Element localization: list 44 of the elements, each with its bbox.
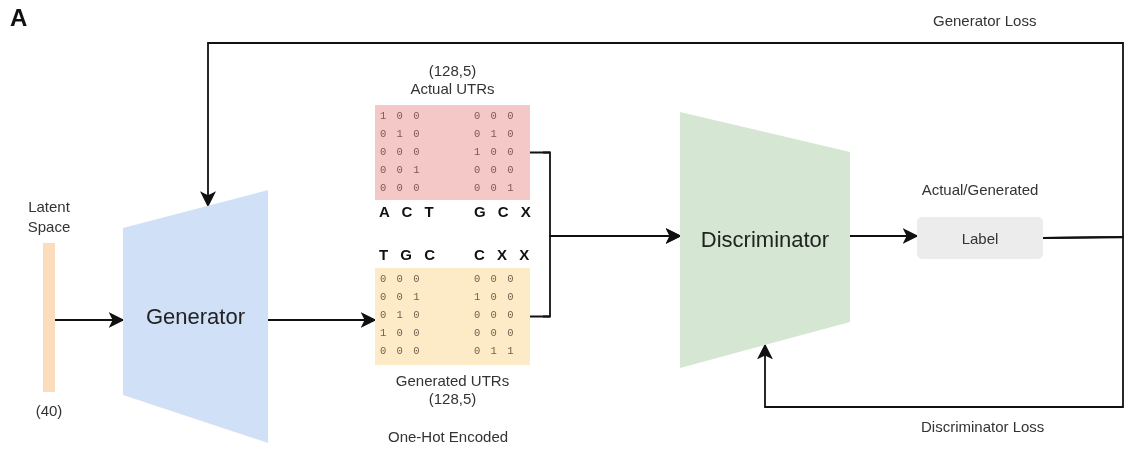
nucleotide-letters: A C T <box>379 203 438 220</box>
discriminator-block <box>680 112 850 368</box>
matrix-row-values: 0 0 0 <box>380 345 422 357</box>
matrix-row-values: 1 0 0 <box>474 146 516 158</box>
matrix-row-values: 0 0 0 <box>380 146 422 158</box>
matrix-row-values: 0 0 0 <box>380 182 422 194</box>
matrix-caption: Actual UTRs <box>410 80 495 97</box>
nucleotide-letters: G C X <box>474 203 535 220</box>
matrix-row-values: 1 0 0 <box>380 110 422 122</box>
matrix-caption: (128,5) <box>428 390 477 407</box>
arrow <box>529 228 682 318</box>
nucleotide-letters: T G C <box>379 246 439 263</box>
matrix-row-values: 0 1 0 <box>380 309 422 321</box>
matrix-row-values: 0 0 0 <box>474 309 516 321</box>
matrix-caption: Generated UTRs <box>395 372 510 389</box>
matrix-row-values: 0 0 1 <box>474 182 516 194</box>
matrix-row-values: 0 1 1 <box>474 345 516 357</box>
label-text: Label <box>961 229 999 247</box>
panel-letter: A <box>10 4 28 32</box>
nucleotide-letters: C X X <box>474 246 534 263</box>
matrix-row-values: 0 0 0 <box>474 273 516 285</box>
block-title: Discriminator <box>700 227 830 253</box>
matrix-row-values: 0 0 0 <box>474 110 516 122</box>
matrix-row-values: 1 0 0 <box>474 291 516 303</box>
matrix-row-values: 0 0 1 <box>380 164 422 176</box>
arrow <box>267 312 377 328</box>
matrix-row-values: 0 0 1 <box>380 291 422 303</box>
arrow <box>54 312 125 328</box>
matrix-row-values: 0 0 0 <box>474 164 516 176</box>
block-title: Generator <box>145 303 246 330</box>
matrix-caption: (128,5) <box>428 62 477 79</box>
arrow <box>849 228 919 244</box>
matrix-row-values: 1 0 0 <box>380 327 422 339</box>
matrix-row-values: 0 0 0 <box>474 327 516 339</box>
arrow <box>200 42 1124 239</box>
output-heading: Actual/Generated <box>921 181 1039 198</box>
encoding-note: One-Hot Encoded <box>388 428 509 445</box>
dimension-note: (40) <box>34 402 64 419</box>
generator-block <box>123 190 268 443</box>
latent-space-heading: Latent Space <box>26 197 72 237</box>
matrix-row-values: 0 0 0 <box>380 273 422 285</box>
matrix-row-values: 0 1 0 <box>380 128 422 140</box>
arrow <box>757 236 1124 408</box>
matrix-row-values: 0 1 0 <box>474 128 516 140</box>
